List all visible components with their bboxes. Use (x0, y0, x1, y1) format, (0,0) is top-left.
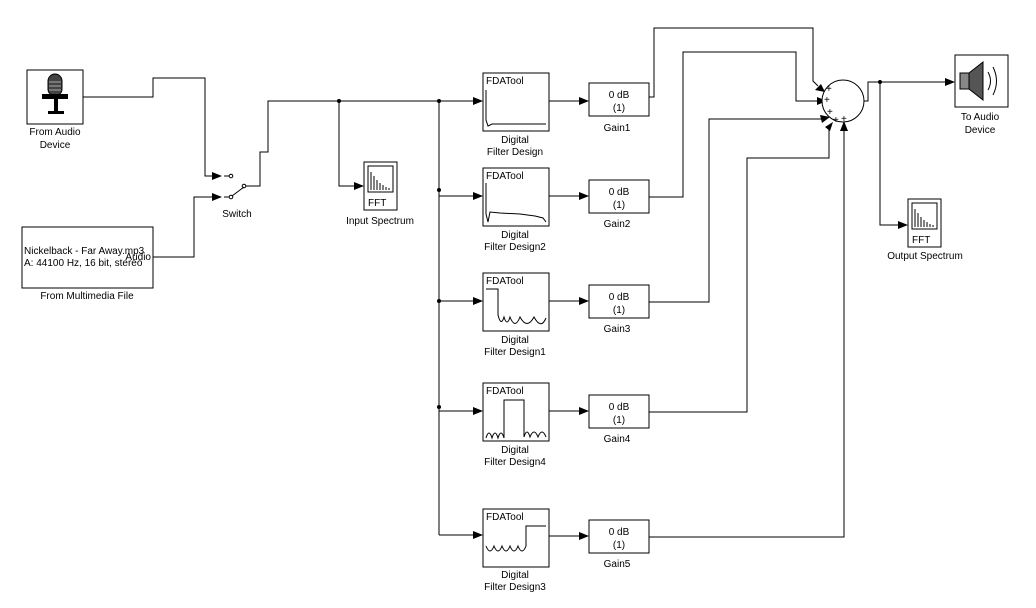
sum-sign: + (841, 114, 847, 125)
from-multimedia-file-block[interactable]: Nickelback - Far Away.mp3 A: 44100 Hz, 1… (21, 226, 154, 302)
sum-sign: + (827, 107, 833, 118)
signal-wires (83, 27, 946, 538)
microphone-icon (42, 73, 68, 114)
from-audio-device-label-1: From Audio (29, 127, 81, 138)
filter-block[interactable]: FDATool Digital Filter Design1 (482, 272, 550, 358)
gain-value: 0 dB (609, 187, 630, 198)
gain-label: Gain1 (604, 123, 631, 134)
output-spectrum-block[interactable]: FFT Output Spectrum (887, 198, 963, 262)
gain-block[interactable]: 0 dB (1) Gain3 (588, 284, 650, 335)
input-spectrum-block[interactable]: FFT Input Spectrum (346, 161, 414, 227)
mm-file-name: Nickelback - Far Away.mp3 (24, 246, 145, 257)
output-spectrum-label: Output Spectrum (887, 251, 963, 262)
gain-sub: (1) (613, 103, 625, 114)
branch-points (337, 80, 882, 409)
filter-label-2: Filter Design2 (484, 242, 546, 253)
gain-value: 0 dB (609, 90, 630, 101)
speaker-icon (959, 60, 997, 102)
sum-block[interactable]: + + + + + (821, 79, 865, 126)
gain-value: 0 dB (609, 292, 630, 303)
gain-block[interactable]: 0 dB (1) Gain4 (588, 394, 650, 445)
gain-sub: (1) (613, 200, 625, 211)
mm-file-format: A: 44100 Hz, 16 bit, stereo (24, 258, 143, 269)
filter-block[interactable]: FDATool Digital Filter Design4 (482, 382, 550, 468)
filter-block[interactable]: FDATool Digital Filter Design3 (482, 508, 550, 593)
gain-label: Gain3 (604, 324, 631, 335)
gain-label: Gain5 (604, 559, 631, 570)
gain-sub: (1) (613, 305, 625, 316)
input-spectrum-label: Input Spectrum (346, 216, 414, 227)
sum-sign: + (826, 84, 832, 95)
mm-file-port: Audio (125, 252, 151, 263)
filter-label-1: Digital (501, 335, 529, 346)
filter-label-2: Filter Design4 (484, 457, 546, 468)
mm-file-label: From Multimedia File (40, 291, 134, 302)
gain-sub: (1) (613, 540, 625, 551)
to-audio-device-label-2: Device (965, 125, 996, 136)
gain-sub: (1) (613, 415, 625, 426)
filter-title: FDATool (486, 276, 524, 287)
filter-label-2: Filter Design3 (484, 582, 546, 593)
filter-block[interactable]: FDATool Digital Filter Design2 (482, 167, 550, 253)
filter-title: FDATool (486, 171, 524, 182)
gain-label: Gain4 (604, 434, 631, 445)
gain-block[interactable]: 0 dB (1) Gain1 (588, 82, 650, 134)
gain-value: 0 dB (609, 527, 630, 538)
sum-sign: + (833, 115, 839, 126)
to-audio-device-label-1: To Audio (961, 112, 1000, 123)
output-spectrum-fft-text: FFT (912, 235, 930, 246)
gain-value: 0 dB (609, 402, 630, 413)
fft-bars-icon (914, 209, 934, 227)
gain-label: Gain2 (604, 219, 631, 230)
gain-block[interactable]: 0 dB (1) Gain5 (588, 519, 650, 570)
wire-arrowheads (212, 78, 955, 540)
filter-label-2: Filter Design (487, 147, 543, 158)
from-audio-device-block[interactable]: From Audio Device (26, 69, 84, 151)
gain-block[interactable]: 0 dB (1) Gain2 (588, 179, 650, 230)
filter-title: FDATool (486, 76, 524, 87)
filter-label-1: Digital (501, 135, 529, 146)
filter-block[interactable]: FDATool Digital Filter Design (482, 72, 550, 158)
filter-title: FDATool (486, 512, 524, 523)
from-audio-device-label-2: Device (40, 140, 71, 151)
filter-label-1: Digital (501, 230, 529, 241)
filter-label-2: Filter Design1 (484, 347, 546, 358)
filter-title: FDATool (486, 386, 524, 397)
switch-label: Switch (222, 209, 251, 220)
to-audio-device-block[interactable]: To Audio Device (954, 54, 1009, 136)
filter-label-1: Digital (501, 445, 529, 456)
fft-bars-icon (370, 172, 390, 190)
switch-block[interactable]: Switch (222, 173, 252, 220)
sum-sign: + (824, 95, 830, 106)
input-spectrum-fft-text: FFT (368, 198, 386, 209)
filter-label-1: Digital (501, 570, 529, 581)
